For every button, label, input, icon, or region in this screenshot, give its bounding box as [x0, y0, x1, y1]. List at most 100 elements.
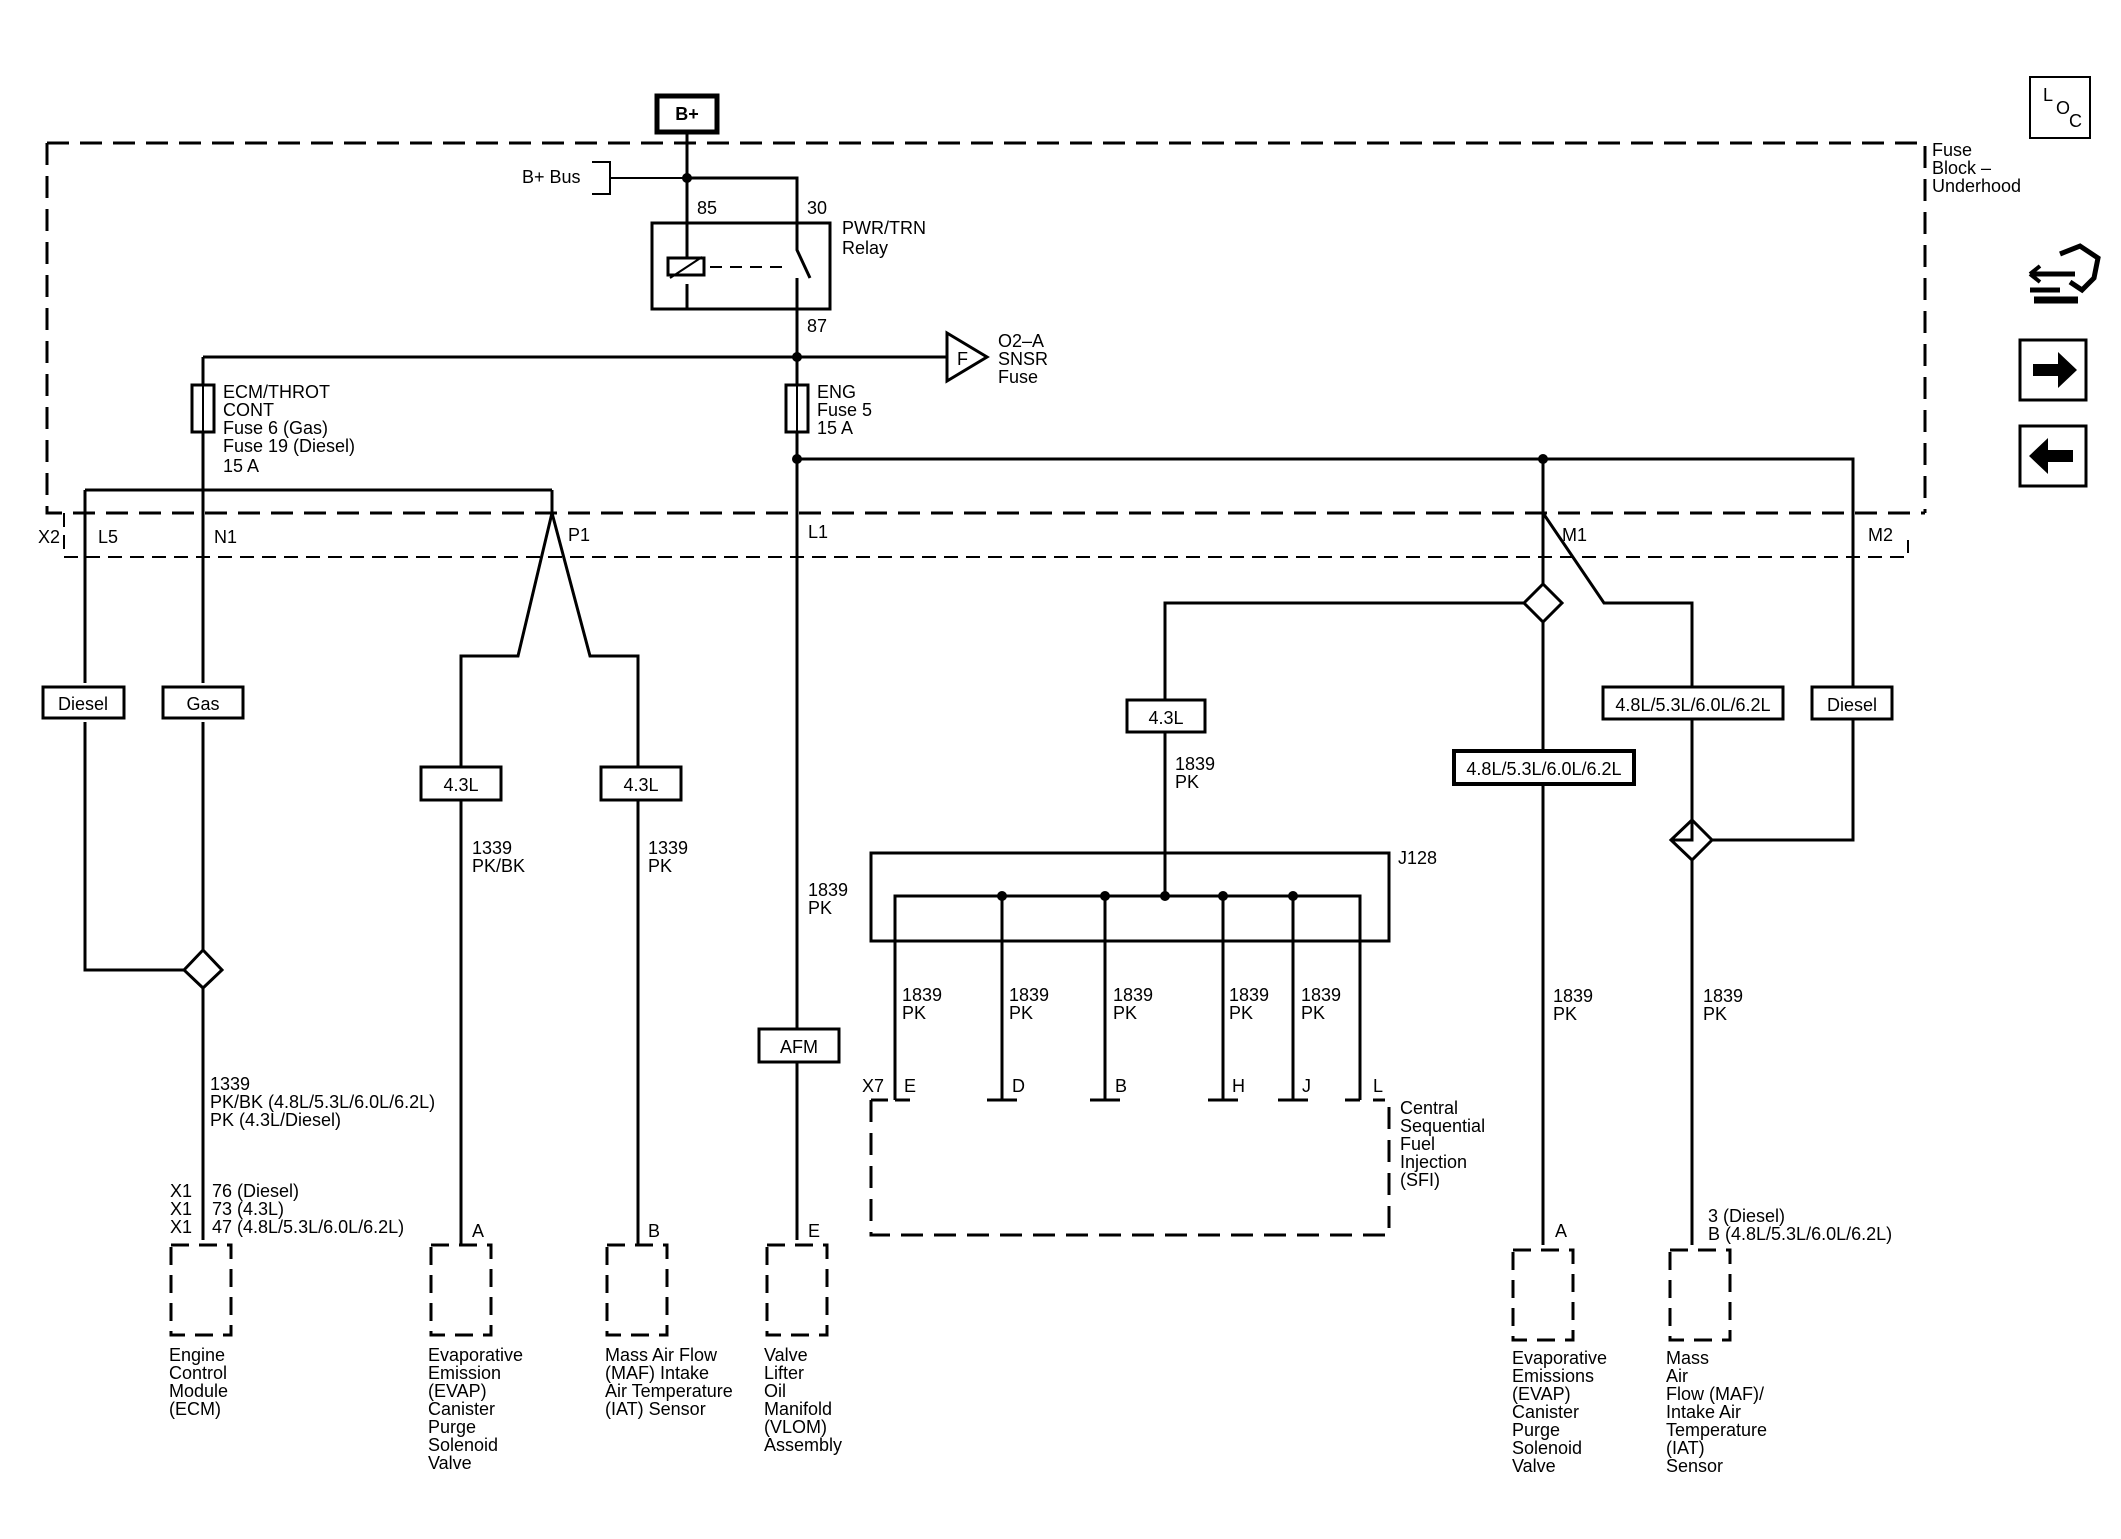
evap-label: Evaporative [428, 1345, 523, 1365]
svg-text:B: B [648, 1221, 660, 1241]
svg-text:P1: P1 [568, 525, 590, 545]
maf-label: Mass Air Flow [605, 1345, 718, 1365]
svg-text:E: E [904, 1076, 916, 1096]
svg-text:X1: X1 [170, 1199, 192, 1219]
svg-text:PK: PK [1703, 1004, 1727, 1024]
svg-text:A: A [1555, 1221, 1567, 1241]
svg-text:Sequential: Sequential [1400, 1116, 1485, 1136]
ecm-branch: Diesel Gas 1339 PK/BK (4.8L/5.3L/6.0L/6.… [41, 488, 552, 1240]
svg-text:Fuse 6 (Gas): Fuse 6 (Gas) [223, 418, 328, 438]
svg-text:Assembly: Assembly [764, 1435, 842, 1455]
svg-text:47 (4.8L/5.3L/6.0L/6.2L): 47 (4.8L/5.3L/6.0L/6.2L) [212, 1217, 404, 1237]
svg-text:Fuse: Fuse [998, 367, 1038, 387]
svg-text:PK: PK [1229, 1003, 1253, 1023]
component-evap: A Evaporative Emission (EVAP) Canister P… [428, 1221, 523, 1473]
svg-text:L5: L5 [98, 527, 118, 547]
svg-text:SNSR: SNSR [998, 349, 1048, 369]
b-plus-label: B+ [675, 104, 699, 124]
x2-label: X2 [38, 527, 60, 547]
svg-text:Module: Module [169, 1381, 228, 1401]
svg-text:PK/BK (4.8L/5.3L/6.0L/6.2L): PK/BK (4.8L/5.3L/6.0L/6.2L) [210, 1092, 435, 1112]
svg-text:15 A: 15 A [817, 418, 853, 438]
svg-text:B: B [1115, 1076, 1127, 1096]
svg-text:15 A: 15 A [223, 456, 259, 476]
svg-text:D: D [1012, 1076, 1025, 1096]
svg-text:M1: M1 [1562, 525, 1587, 545]
svg-text:L1: L1 [808, 522, 828, 542]
next-page-button[interactable] [2018, 338, 2088, 402]
svg-text:(IAT) Sensor: (IAT) Sensor [605, 1399, 706, 1419]
vlom-circuit: 1839 [808, 880, 848, 900]
ecm-label: Engine [169, 1345, 225, 1365]
b-plus-bus-label: B+ Bus [522, 167, 581, 187]
option-43l-maf: 4.3L [623, 775, 658, 795]
b-plus-supply: B+ [654, 93, 720, 175]
svg-text:A: A [472, 1221, 484, 1241]
o2-fuse-letter: F [957, 349, 968, 369]
svg-text:Purge: Purge [1512, 1420, 1560, 1440]
svg-text:(ECM): (ECM) [169, 1399, 221, 1419]
svg-text:Emissions: Emissions [1512, 1366, 1594, 1386]
svg-text:Solenoid: Solenoid [1512, 1438, 1582, 1458]
option-diesel-right: Diesel [1827, 695, 1877, 715]
j128-label: J128 [1398, 848, 1437, 868]
svg-text:Valve: Valve [428, 1453, 472, 1473]
svg-text:E: E [808, 1221, 820, 1241]
svg-text:Flow (MAF)/: Flow (MAF)/ [1666, 1384, 1764, 1404]
svg-text:PK/BK: PK/BK [472, 856, 525, 876]
ecm-circuit: 1339 [210, 1074, 250, 1094]
ecm-fuse-label: ECM/THROT [223, 382, 330, 402]
eng-fuse: ENG Fuse 5 15 A [784, 357, 1855, 1240]
sfi-label: Central [1400, 1098, 1458, 1118]
svg-text:Manifold: Manifold [764, 1399, 832, 1419]
relay-name: PWR/TRN [842, 218, 926, 238]
svg-text:Fuse 19 (Diesel): Fuse 19 (Diesel) [223, 436, 355, 456]
option-v8-right: 4.8L/5.3L/6.0L/6.2L [1615, 695, 1770, 715]
svg-text:76 (Diesel): 76 (Diesel) [212, 1181, 299, 1201]
svg-text:Block –: Block – [1932, 158, 1991, 178]
option-43l-evap: 4.3L [443, 775, 478, 795]
svg-text:Valve: Valve [1512, 1456, 1556, 1476]
eng-fuse-label: ENG [817, 382, 856, 402]
svg-text:PK (4.3L/Diesel): PK (4.3L/Diesel) [210, 1110, 341, 1130]
svg-text:CONT: CONT [223, 400, 274, 420]
arrow-left-icon [2029, 438, 2073, 474]
svg-text:Air: Air [1666, 1366, 1688, 1386]
svg-text:Canister: Canister [1512, 1402, 1579, 1422]
svg-text:Purge: Purge [428, 1417, 476, 1437]
relay-pin-85: 85 [697, 198, 717, 218]
svg-text:(MAF) Intake: (MAF) Intake [605, 1363, 709, 1383]
svg-text:(VLOM): (VLOM) [764, 1417, 827, 1437]
svg-text:Fuse: Fuse [1932, 140, 1972, 160]
svg-text:1839: 1839 [1301, 985, 1341, 1005]
svg-text:PK: PK [648, 856, 672, 876]
evap2-circuit: 1839 [1553, 986, 1593, 1006]
previous-page-button[interactable] [2018, 424, 2088, 488]
svg-text:Intake Air: Intake Air [1666, 1402, 1741, 1422]
svg-text:B (4.8L/5.3L/6.0L/6.2L): B (4.8L/5.3L/6.0L/6.2L) [1708, 1224, 1892, 1244]
svg-text:PK: PK [808, 898, 832, 918]
location-view-button[interactable]: L O C [2029, 76, 2091, 139]
svg-text:C: C [2069, 111, 2082, 131]
component-maf: B Mass Air Flow (MAF) Intake Air Tempera… [605, 1221, 733, 1419]
svg-text:L: L [1373, 1076, 1383, 1096]
x7-label: X7 [862, 1076, 884, 1096]
svg-text:Air Temperature: Air Temperature [605, 1381, 733, 1401]
connector-harness-icon[interactable] [2028, 243, 2101, 304]
svg-text:PK: PK [1553, 1004, 1577, 1024]
vlom-branch: 1839 PK AFM [757, 880, 848, 1064]
svg-text:1839: 1839 [1009, 985, 1049, 1005]
component-evap2: A Evaporative Emissions (EVAP) Canister … [1511, 1221, 1607, 1476]
splice-pack-j128: J128 1839 PK 1839 PK 1839 PK 1839 PK 183… [869, 848, 1437, 1100]
svg-text:X1: X1 [170, 1181, 192, 1201]
svg-text:73 (4.3L): 73 (4.3L) [212, 1199, 284, 1219]
svg-text:Sensor: Sensor [1666, 1456, 1723, 1476]
arrow-right-icon [2033, 352, 2077, 388]
svg-text:(EVAP): (EVAP) [1512, 1384, 1571, 1404]
svg-text:Relay: Relay [842, 238, 888, 258]
option-v8-mid: 4.8L/5.3L/6.0L/6.2L [1466, 759, 1621, 779]
ecm-throt-fuse: ECM/THROT CONT Fuse 6 (Gas) Fuse 19 (Die… [190, 357, 355, 513]
fuse-block-boundary [45, 141, 1927, 515]
